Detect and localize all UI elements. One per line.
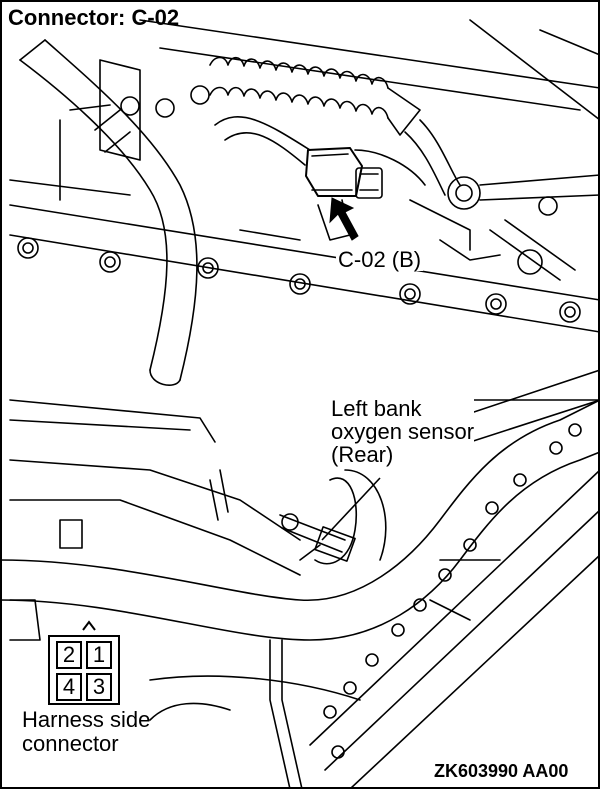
- sensor-callout-line-2: oxygen sensor: [331, 419, 475, 445]
- top-view-engine: [9, 19, 600, 386]
- sensor-leader-line: [321, 477, 381, 541]
- connector-pin-2: 2: [56, 641, 82, 669]
- sensor-callout-line-3: (Rear): [331, 443, 475, 466]
- connector-pin-1: 1: [86, 641, 112, 669]
- sensor-callout-line-1: Left bank: [331, 397, 475, 420]
- page-title: Connector: C-02: [8, 5, 180, 30]
- connector-pin-diagram: 2 1 4 3: [48, 635, 120, 705]
- harness-label-line-1: Harness side: [22, 707, 151, 732]
- harness-side-label: Harness side connector: [22, 707, 151, 757]
- figure-id: ZK603990 AA00: [434, 761, 569, 781]
- sensor-callout-label: Left bank oxygen sensor (Rear): [331, 397, 475, 466]
- connector-face-outline: [82, 620, 96, 631]
- underbody-view: [0, 369, 600, 789]
- harness-label-line-2: connector: [22, 731, 119, 757]
- connector-pin-3: 3: [86, 673, 112, 701]
- connector-arrow: [329, 197, 359, 241]
- connector-pin-4: 4: [56, 673, 82, 701]
- connector-callout-label: C-02 (B): [336, 247, 424, 272]
